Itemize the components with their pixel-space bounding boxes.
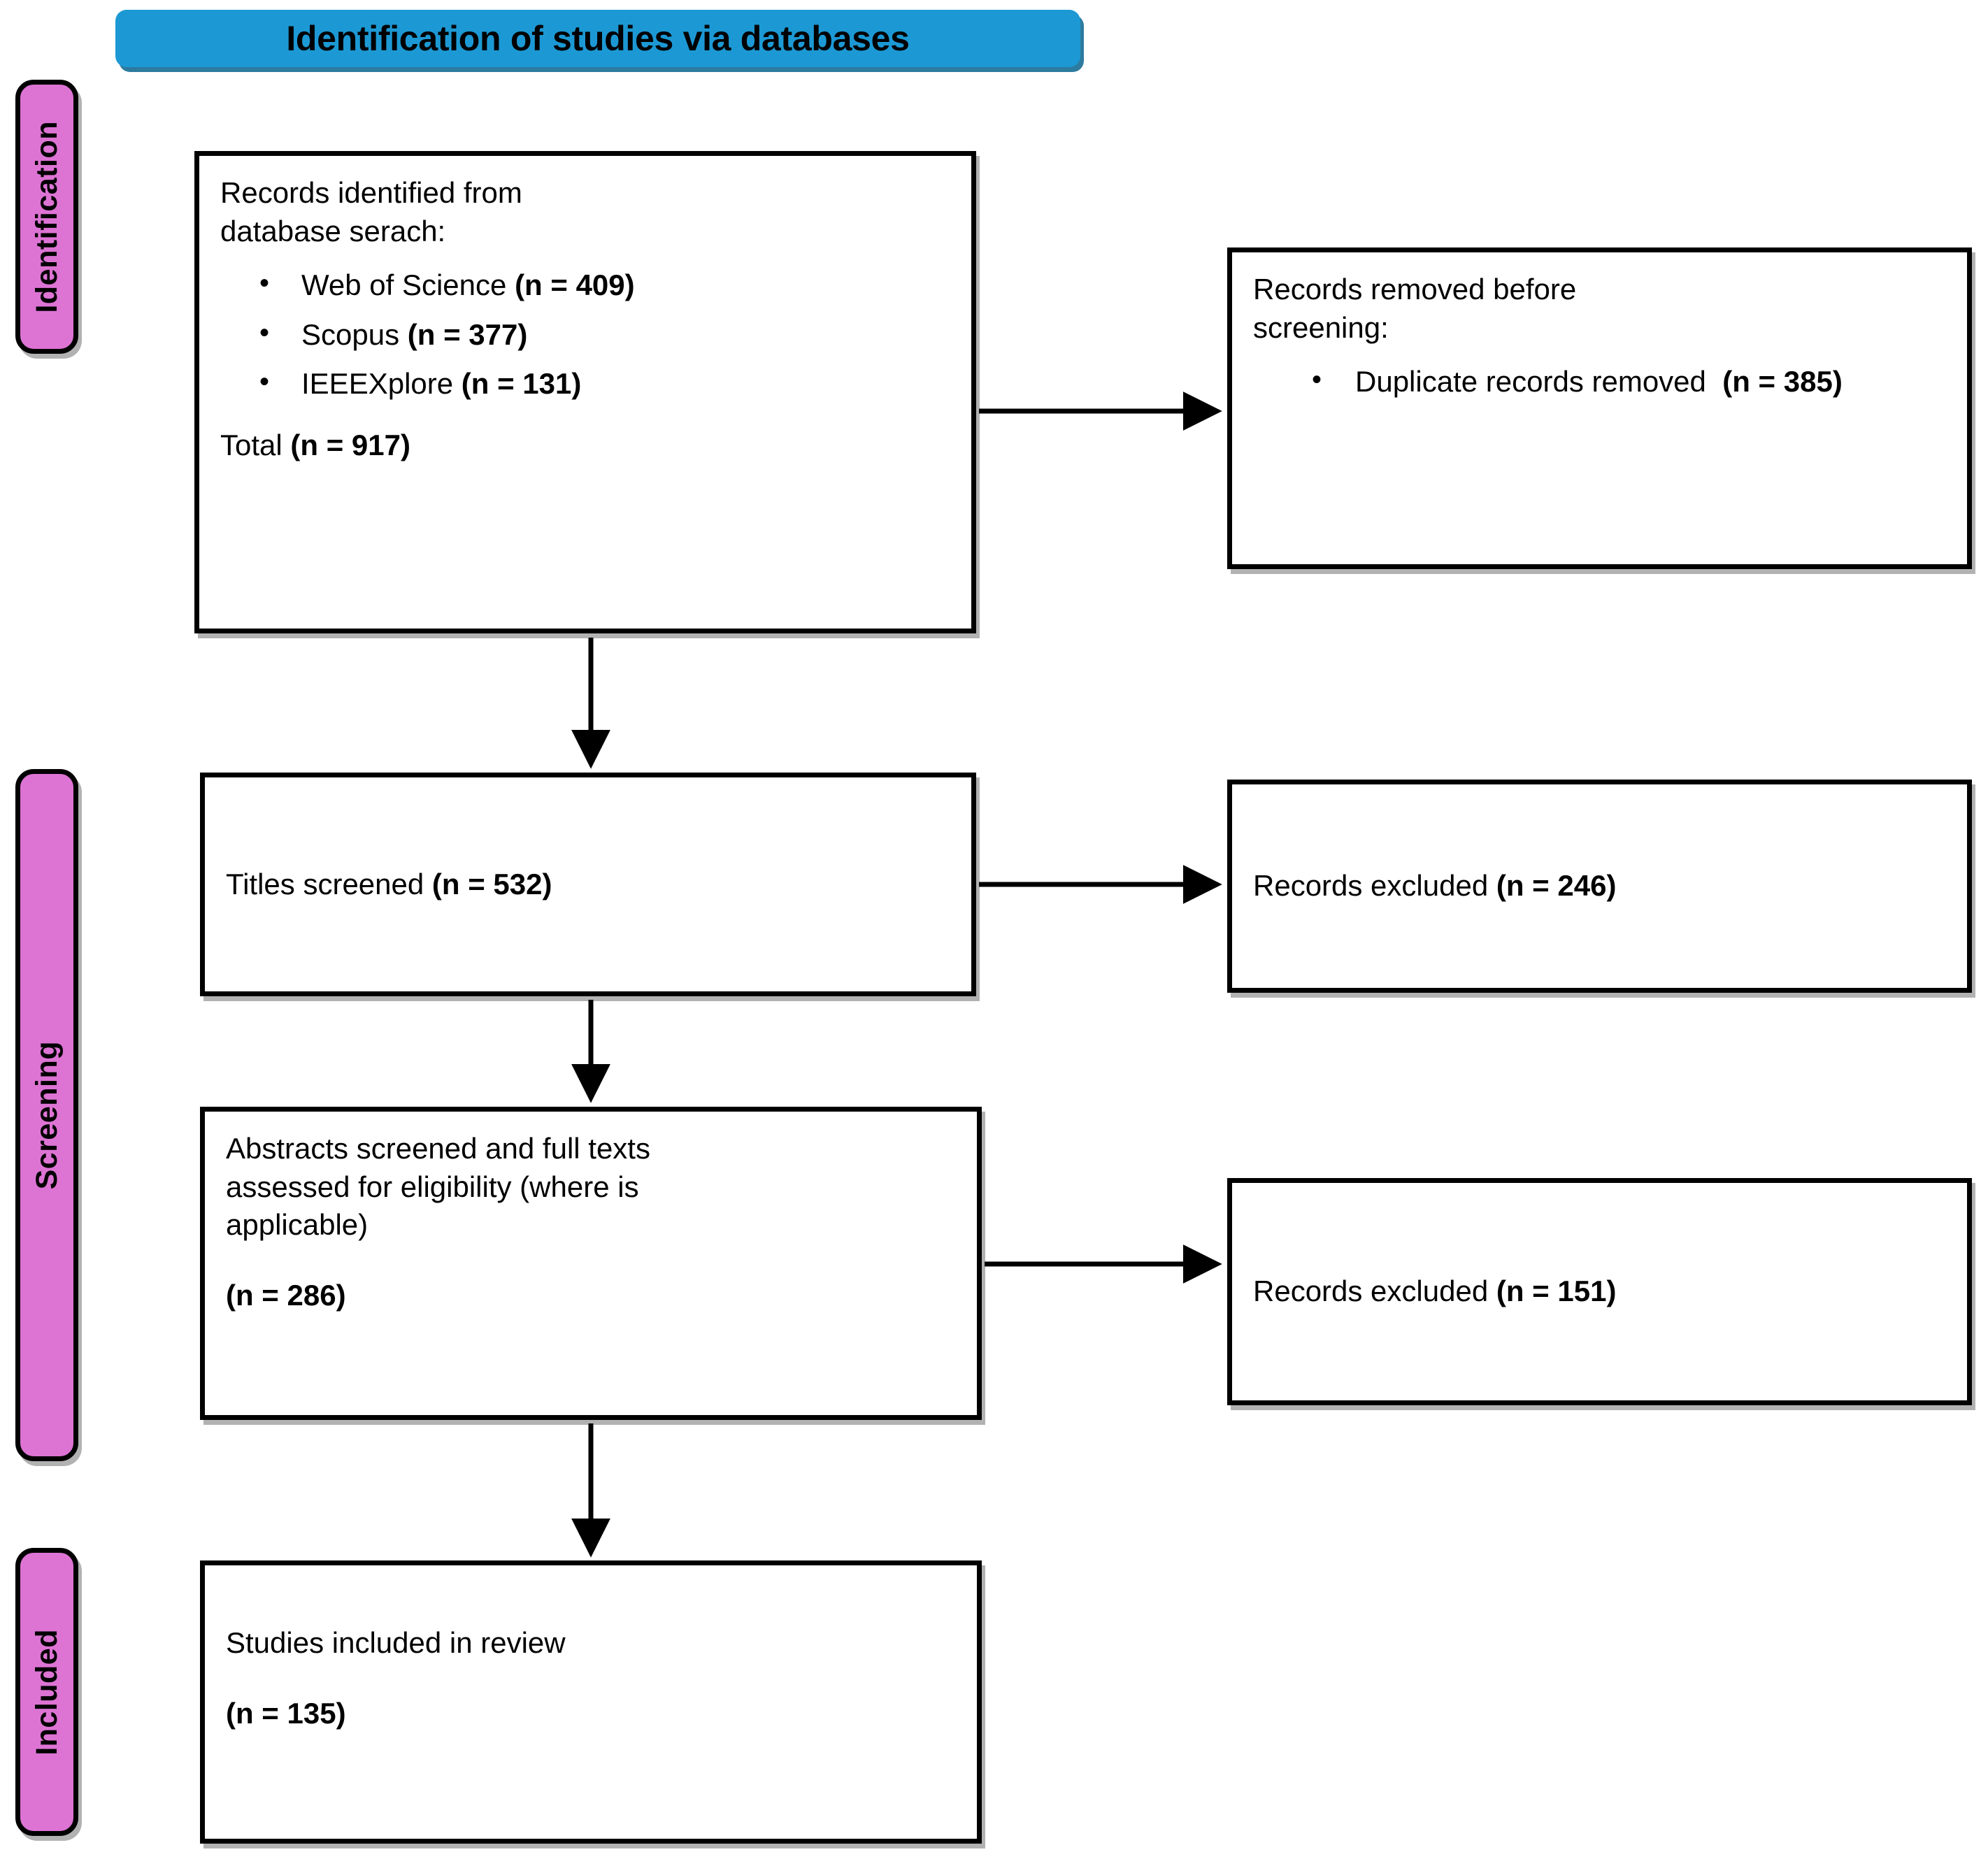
titles-screened-count: (n = 532) [431, 867, 552, 900]
list-item-source: Web of Science (n = 409) [220, 266, 950, 304]
stage-label-included: Included [15, 1548, 78, 1836]
stage-label-screening: Screening [15, 769, 78, 1461]
records-excluded-titles-count: (n = 246) [1496, 869, 1617, 903]
box-abstracts-screened: Abstracts screened and full texts assess… [200, 1107, 982, 1420]
abstracts-line1: Abstracts screened and full texts [226, 1132, 650, 1165]
records-excluded-abstracts-label: Records excluded [1253, 1275, 1489, 1308]
abstracts-line3: applicable) [226, 1208, 369, 1242]
studies-included-count: (n = 135) [226, 1696, 346, 1730]
list-item-duplicate-records: Duplicate records removed (n = 385) [1253, 362, 1946, 401]
records-excluded-abstracts-count: (n = 151) [1496, 1275, 1617, 1308]
box-records-excluded-abstracts: Records excluded (n = 151) [1227, 1178, 1972, 1405]
studies-included-content: Studies included in review (n = 135) [226, 1624, 956, 1732]
records-removed-list: Duplicate records removed (n = 385) [1253, 362, 1946, 401]
box-records-identified: Records identified from database serach:… [194, 151, 976, 633]
abstracts-count: (n = 286) [226, 1278, 346, 1312]
records-identified-source-list: Web of Science (n = 409) Scopus (n = 377… [220, 266, 950, 403]
studies-included-count-line: (n = 135) [226, 1695, 956, 1733]
source-name: IEEEXplore [301, 367, 454, 401]
titles-screened-label: Titles screened [226, 867, 424, 900]
box-records-excluded-titles: Records excluded (n = 246) [1227, 780, 1972, 993]
records-excluded-titles-content: Records excluded (n = 246) [1253, 867, 1616, 905]
abstracts-count-line: (n = 286) [226, 1277, 956, 1315]
records-excluded-titles-label: Records excluded [1253, 869, 1489, 903]
abstracts-line2: assessed for eligibility (where is [226, 1170, 639, 1203]
stage-label-identification: Identification [15, 80, 78, 354]
records-identified-content: Records identified from database serach:… [220, 174, 950, 464]
records-removed-heading-line2: screening: [1253, 310, 1389, 344]
list-item-source: Scopus (n = 377) [220, 315, 950, 354]
records-removed-heading-line1: Records removed before [1253, 273, 1577, 306]
diagram-title: Identification of studies via databases [286, 19, 910, 58]
box-studies-included: Studies included in review (n = 135) [200, 1560, 982, 1844]
source-name: Scopus [301, 317, 400, 351]
records-identified-heading-line1: Records identified from [220, 176, 522, 209]
studies-included-label: Studies included in review [226, 1626, 566, 1659]
source-name: Web of Science [301, 268, 507, 302]
box-titles-screened: Titles screened (n = 532) [200, 773, 976, 996]
source-count: (n = 409) [515, 268, 635, 302]
source-count: (n = 131) [461, 367, 582, 401]
list-item-source: IEEEXplore (n = 131) [220, 364, 950, 403]
total-count: (n = 917) [290, 428, 410, 461]
box-records-removed: Records removed before screening: Duplic… [1227, 247, 1972, 569]
stage-label-identification-text: Identification [29, 120, 64, 313]
total-label: Total [220, 428, 283, 461]
stage-label-included-text: Included [29, 1628, 64, 1756]
abstracts-screened-content: Abstracts screened and full texts assess… [226, 1130, 956, 1314]
duplicate-records-label: Duplicate records removed [1355, 365, 1706, 399]
duplicate-records-count: (n = 385) [1722, 365, 1843, 399]
records-identified-heading-line2: database serach: [220, 214, 446, 247]
records-removed-content: Records removed before screening: Duplic… [1253, 271, 1946, 401]
stage-label-screening-text: Screening [29, 1040, 64, 1190]
source-count: (n = 377) [407, 317, 528, 351]
records-identified-total: Total (n = 917) [220, 426, 950, 465]
titles-screened-content: Titles screened (n = 532) [226, 866, 552, 904]
records-excluded-abstracts-content: Records excluded (n = 151) [1253, 1272, 1616, 1311]
diagram-header-banner: Identification of studies via databases [115, 10, 1080, 67]
